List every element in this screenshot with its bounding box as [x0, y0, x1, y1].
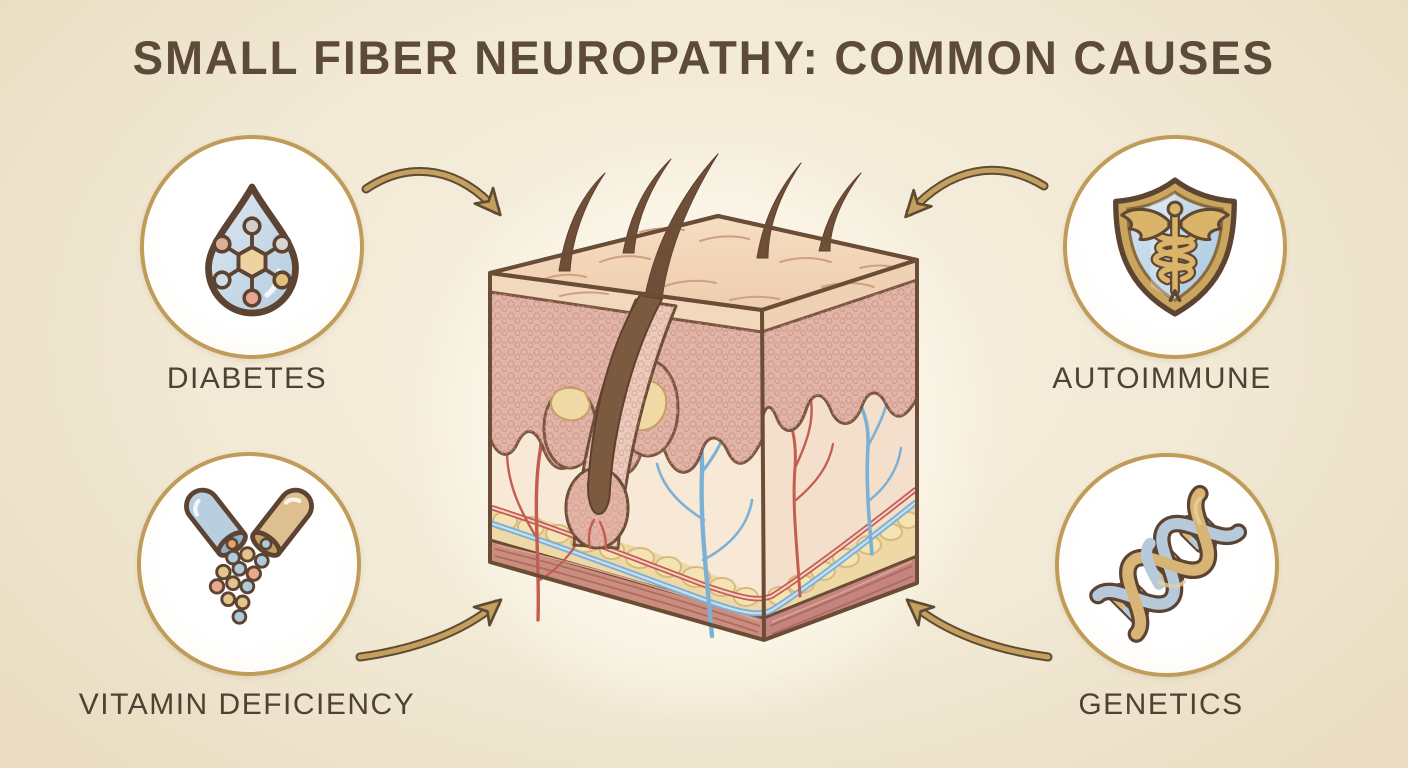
genetics-icon-circle: [1055, 453, 1279, 677]
dna-helix: [1089, 485, 1247, 643]
arrow-from-vitamin-deficiency: [355, 598, 503, 662]
capsule-half-tan: [250, 487, 314, 558]
diabetes-icon-circle: [140, 135, 364, 359]
caduceus: [1120, 200, 1230, 303]
arrow-from-autoimmune: [904, 165, 1049, 219]
vitamin-beads: [208, 546, 270, 625]
vitamin-deficiency-label: VITAMIN DEFICIENCY: [78, 688, 416, 721]
vitamin-deficiency-icon-circle: [137, 452, 361, 676]
hair-follicle: [564, 294, 678, 550]
shield-caduceus-icon: [1113, 177, 1237, 317]
capsule-half-blue: [184, 487, 248, 558]
skin-block: [488, 153, 919, 642]
hairs: [558, 153, 862, 300]
page-title: SMALL FIBER NEUROPATHY: COMMON CAUSES: [132, 31, 1276, 84]
arrow-from-diabetes: [361, 166, 502, 217]
glucose-droplet-icon: [205, 183, 299, 317]
diabetes-label: DIABETES: [166, 362, 328, 395]
autoimmune-label: AUTOIMMUNE: [1052, 362, 1272, 395]
dna-helix-icon: [1089, 485, 1247, 643]
epidermis-layer: [488, 260, 919, 476]
autoimmune-icon-circle: [1063, 135, 1287, 359]
open-capsules-icon: [184, 487, 314, 625]
genetics-label: GENETICS: [1078, 688, 1244, 721]
block-outline: [488, 214, 919, 642]
arrow-from-genetics: [905, 598, 1053, 662]
